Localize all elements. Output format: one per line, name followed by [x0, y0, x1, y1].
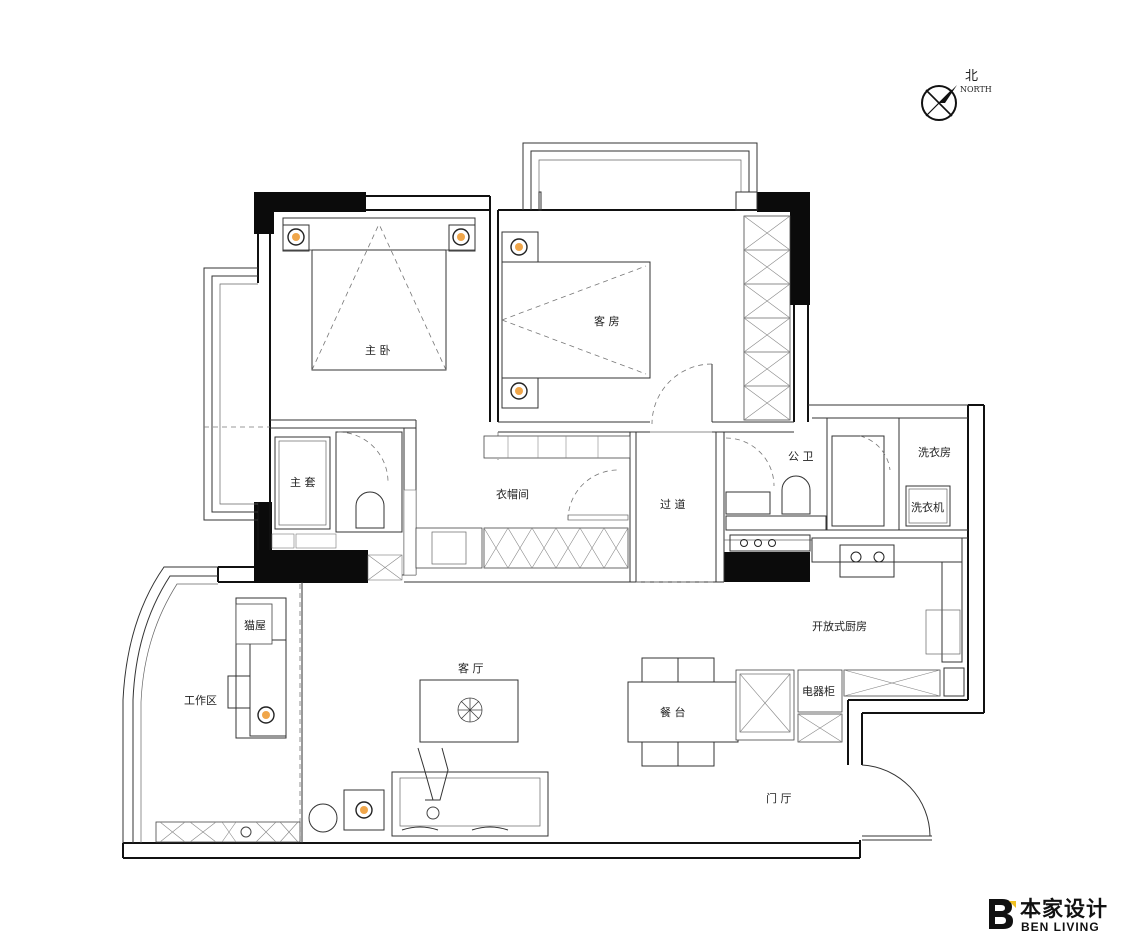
lamp-icon	[452, 228, 470, 246]
master-bath: 主 套	[271, 431, 417, 581]
logo-cn-text: 本家设计	[1020, 897, 1108, 921]
logo-en-text: BEN LIVING	[1021, 920, 1100, 934]
corridor: 过 道	[660, 497, 686, 511]
open-kitchen: 开放式厨房	[811, 537, 965, 697]
label-master-bath: 主 套	[290, 476, 316, 489]
dining-area: 餐 台 电器柜	[627, 657, 843, 767]
ceiling-lamps	[257, 228, 528, 819]
exterior-walls	[122, 195, 985, 859]
label-public-bath: 公 卫	[788, 450, 814, 463]
compass: 北 NORTH	[921, 69, 992, 121]
foyer: 门 厅	[766, 764, 932, 841]
public-bath: 公 卫	[725, 435, 891, 552]
label-master-bedroom: 主 卧	[365, 344, 391, 357]
label-foyer: 门 厅	[766, 791, 792, 805]
label-cloakroom: 衣帽间	[496, 487, 529, 501]
lamp-icon	[510, 238, 528, 256]
master-bedroom: 主 卧	[282, 217, 476, 371]
balconies	[122, 142, 758, 843]
label-corridor: 过 道	[660, 497, 686, 511]
label-living-room: 客 厅	[458, 661, 484, 675]
person-figure-icon	[417, 747, 449, 820]
cloakroom: 衣帽间	[415, 435, 631, 569]
living-room: 客 厅	[155, 661, 549, 843]
label-guest-room: 客 房	[594, 314, 620, 328]
label-dining-table: 餐 台	[660, 705, 686, 719]
label-open-kitchen: 开放式厨房	[812, 619, 867, 633]
label-laundry-room: 洗衣房	[918, 445, 951, 459]
lamp-icon	[355, 801, 373, 819]
lamp-icon	[510, 382, 528, 400]
work-area: 猫屋 工作区	[184, 597, 287, 739]
logo-mark-icon	[989, 899, 1016, 929]
plant-icon	[457, 697, 483, 723]
label-cat-house: 猫屋	[244, 619, 266, 632]
label-washer: 洗衣机	[911, 500, 944, 514]
structural-columns	[254, 192, 810, 583]
guest-room: 客 房	[501, 215, 791, 425]
tv-cabinet	[155, 821, 301, 843]
laundry-room: 洗衣房 洗衣机	[905, 445, 951, 527]
lamp-icon	[287, 228, 305, 246]
guest-wardrobe	[743, 215, 791, 421]
brand-logo: 本家设计 BEN LIVING	[987, 893, 1117, 939]
label-work-area: 工作区	[184, 694, 217, 707]
lamp-icon	[257, 706, 275, 724]
label-appliance-cabinet: 电器柜	[802, 685, 835, 698]
compass-north-cn: 北	[965, 69, 978, 84]
compass-north-en: NORTH	[960, 85, 992, 94]
